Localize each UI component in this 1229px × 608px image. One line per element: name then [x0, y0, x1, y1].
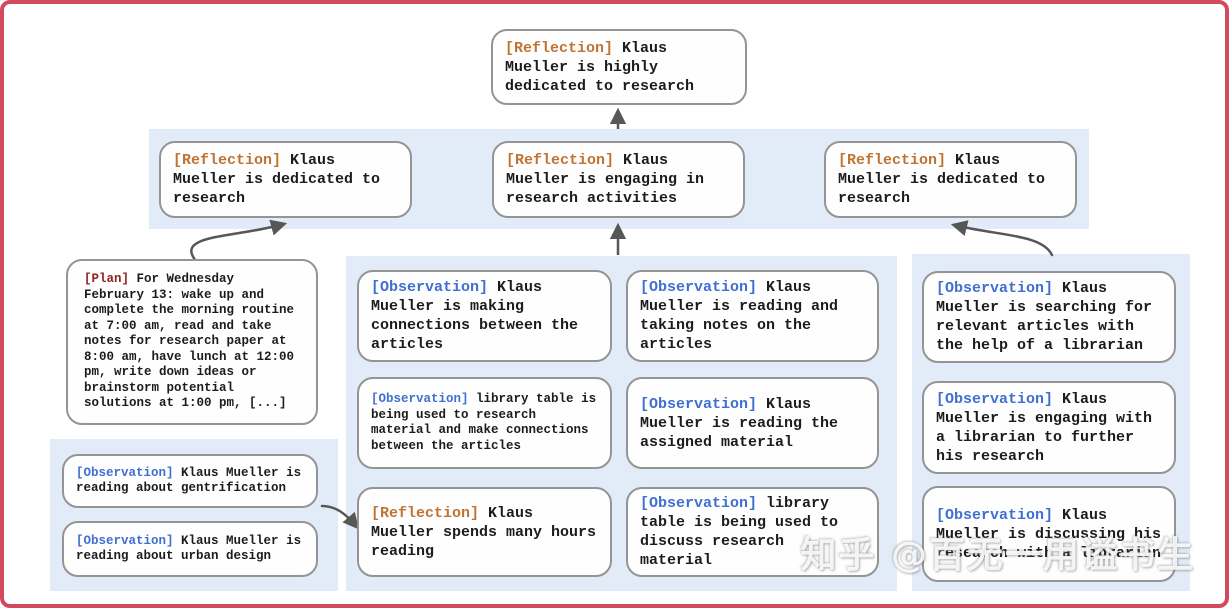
node-text: Klaus Mueller is reading about urban des…	[76, 533, 302, 564]
node-text: Klaus Mueller is searching for relevant …	[936, 280, 1153, 354]
observation-tag: [Observation]	[371, 279, 489, 296]
reflection-tag: [Reflection]	[838, 152, 947, 169]
node-obs-engaging-librarian: [Observation] Klaus Mueller is engaging …	[922, 381, 1176, 474]
node-text: Klaus Mueller spends many hours reading	[371, 504, 597, 560]
observation-tag: [Observation]	[936, 280, 1054, 297]
reflection-tag: [Reflection]	[173, 152, 282, 169]
node-text: Klaus Mueller is making connections betw…	[371, 279, 579, 353]
reflection-tag: [Reflection]	[506, 152, 615, 169]
plan-tag: [Plan]	[84, 272, 130, 287]
observation-tag: [Observation]	[640, 495, 758, 512]
observation-tag: [Observation]	[936, 390, 1054, 408]
node-text: Klaus Mueller is dedicated to research	[173, 152, 381, 207]
node-obs-library-research: [Observation] library table is being use…	[357, 377, 612, 469]
zhihu-watermark: 知乎 @百无一用谥书生	[800, 535, 1195, 576]
node-text: Klaus Mueller is reading about gentrific…	[76, 465, 302, 496]
node-text: Klaus Mueller is engaging in research ac…	[506, 152, 705, 207]
node-text: Klaus Mueller is reading the assigned ma…	[640, 395, 839, 451]
arrow-plan-to-left-reflection	[190, 219, 288, 263]
node-reflection-hours: [Reflection] Klaus Mueller spends many h…	[357, 487, 612, 577]
node-obs-library-discuss: [Observation] library table is being use…	[626, 487, 879, 577]
node-reflection-engaging: [Reflection] Klaus Mueller is engaging i…	[492, 141, 745, 218]
node-text: Klaus Mueller is engaging with a librari…	[936, 390, 1153, 465]
node-obs-connections: [Observation] Klaus Mueller is making co…	[357, 270, 612, 362]
reflection-tag: [Reflection]	[371, 504, 480, 522]
node-text: Klaus Mueller is reading and taking note…	[640, 279, 839, 353]
observation-tag: [Observation]	[936, 506, 1054, 524]
observation-tag: [Observation]	[640, 395, 758, 413]
node-root-reflection: [Reflection] Klaus Mueller is highly ded…	[491, 29, 747, 105]
node-obs-discussing-research: [Observation] Klaus Mueller is discussin…	[922, 486, 1176, 582]
node-text: Klaus Mueller is highly dedicated to res…	[505, 39, 695, 95]
node-plan: [Plan] For Wednesday February 13: wake u…	[66, 259, 318, 425]
node-text: For Wednesday February 13: wake up and c…	[84, 272, 295, 411]
arrow-right-panel-to-right-reflection	[950, 220, 1054, 257]
node-obs-urban-design: [Observation] Klaus Mueller is reading a…	[62, 521, 318, 577]
observation-tag: [Observation]	[76, 533, 174, 548]
node-reflection-dedicated-left: [Reflection] Klaus Mueller is dedicated …	[159, 141, 412, 218]
node-text: Klaus Mueller is discussing his research…	[936, 506, 1162, 562]
node-obs-searching-articles: [Observation] Klaus Mueller is searching…	[922, 271, 1176, 363]
node-obs-taking-notes: [Observation] Klaus Mueller is reading a…	[626, 270, 879, 362]
node-text: library table is being used to discuss r…	[640, 495, 839, 569]
node-text: Klaus Mueller is dedicated to research	[838, 152, 1046, 207]
observation-tag: [Observation]	[76, 465, 174, 480]
node-obs-assigned-material: [Observation] Klaus Mueller is reading t…	[626, 377, 879, 469]
node-reflection-dedicated-right: [Reflection] Klaus Mueller is dedicated …	[824, 141, 1077, 218]
observation-tag: [Observation]	[371, 392, 469, 406]
node-obs-gentrification: [Observation] Klaus Mueller is reading a…	[62, 454, 318, 508]
reflection-tag: [Reflection]	[505, 39, 614, 57]
node-text: library table is being used to research …	[371, 392, 597, 453]
observation-tag: [Observation]	[640, 279, 758, 296]
